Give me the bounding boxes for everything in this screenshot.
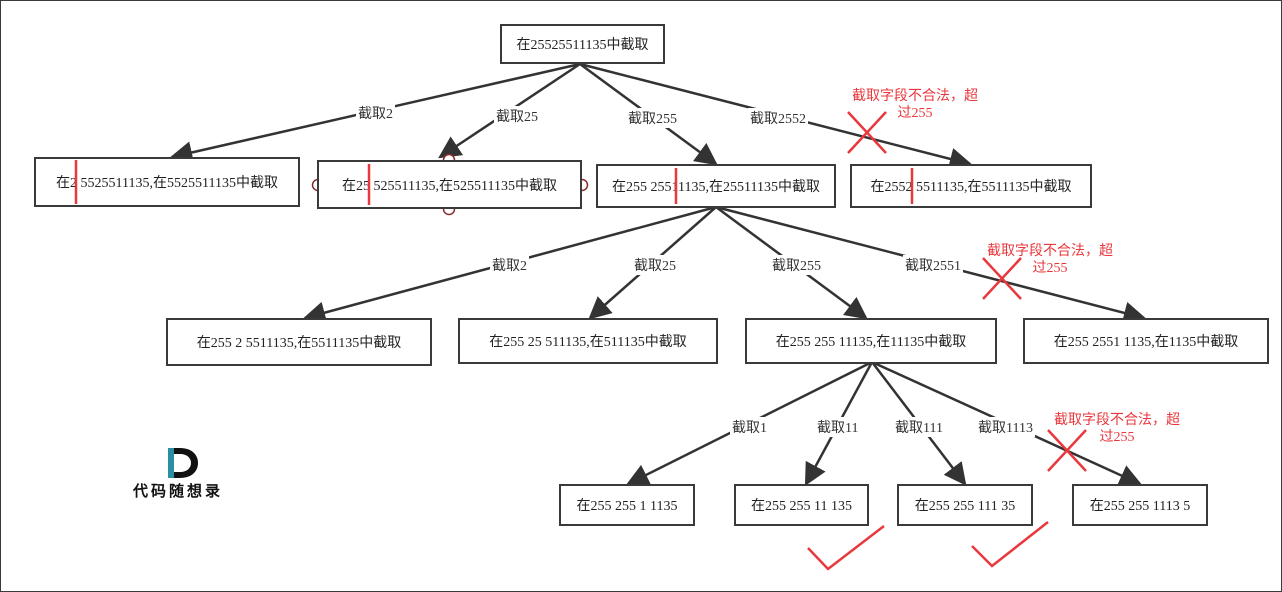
node-l1-1[interactable]: 在2 5525511135,在5525511135中截取 xyxy=(34,157,300,207)
invalid-cross-mark xyxy=(982,257,1022,300)
edge-label-l1-2: 截取25 xyxy=(494,106,540,126)
edge-label-l3-4: 截取1113 xyxy=(976,417,1035,437)
node-l1-2[interactable]: 在25 525511135,在525511135中截取 xyxy=(317,160,582,209)
edge-label-l3-1: 截取1 xyxy=(730,417,769,437)
invalid-cross-mark xyxy=(847,111,887,154)
node-l2-2[interactable]: 在255 25 511135,在511135中截取 xyxy=(458,318,718,364)
invalid-note: 截取字段不合法，超 过255 xyxy=(852,89,978,121)
invalid-note: 截取字段不合法，超 过255 xyxy=(987,244,1113,276)
edge-label-l2-1: 截取2 xyxy=(490,255,529,275)
node-l2-1[interactable]: 在255 2 5511135,在5511135中截取 xyxy=(166,318,432,366)
brand-logo xyxy=(130,446,230,502)
logo-d-icon xyxy=(168,448,198,478)
node-l3-1[interactable]: 在255 255 1 1135 xyxy=(559,484,695,526)
valid-check-mark xyxy=(971,521,1049,568)
node-l1-4[interactable]: 在2552 5511135,在5511135中截取 xyxy=(850,164,1092,208)
edge-label-l2-3: 截取255 xyxy=(770,255,823,275)
node-l2-4[interactable]: 在255 2551 1135,在1135中截取 xyxy=(1023,318,1269,364)
edge-label-l1-1: 截取2 xyxy=(356,103,395,123)
edge-label-l3-2: 截取11 xyxy=(815,417,861,437)
edge-label-l1-4: 截取2552 xyxy=(748,108,808,128)
edge-label-l1-3: 截取255 xyxy=(626,108,679,128)
root-node[interactable]: 在25525511135中截取 xyxy=(500,24,665,64)
node-l1-3[interactable]: 在255 25511135,在25511135中截取 xyxy=(596,164,836,208)
logo-text: 代码随想录 xyxy=(133,484,224,500)
edge-label-l3-3: 截取111 xyxy=(893,417,945,437)
invalid-cross-mark xyxy=(1047,429,1087,472)
node-l2-3[interactable]: 在255 255 11135,在11135中截取 xyxy=(745,318,997,364)
edge-label-l2-2: 截取25 xyxy=(632,255,678,275)
node-l3-2[interactable]: 在255 255 11 135 xyxy=(734,484,869,526)
invalid-note: 截取字段不合法，超 过255 xyxy=(1054,413,1180,445)
node-l3-3[interactable]: 在255 255 111 35 xyxy=(897,484,1033,526)
valid-check-mark xyxy=(807,525,885,571)
edge-label-l2-4: 截取2551 xyxy=(903,255,963,275)
node-l3-4[interactable]: 在255 255 1113 5 xyxy=(1072,484,1208,526)
